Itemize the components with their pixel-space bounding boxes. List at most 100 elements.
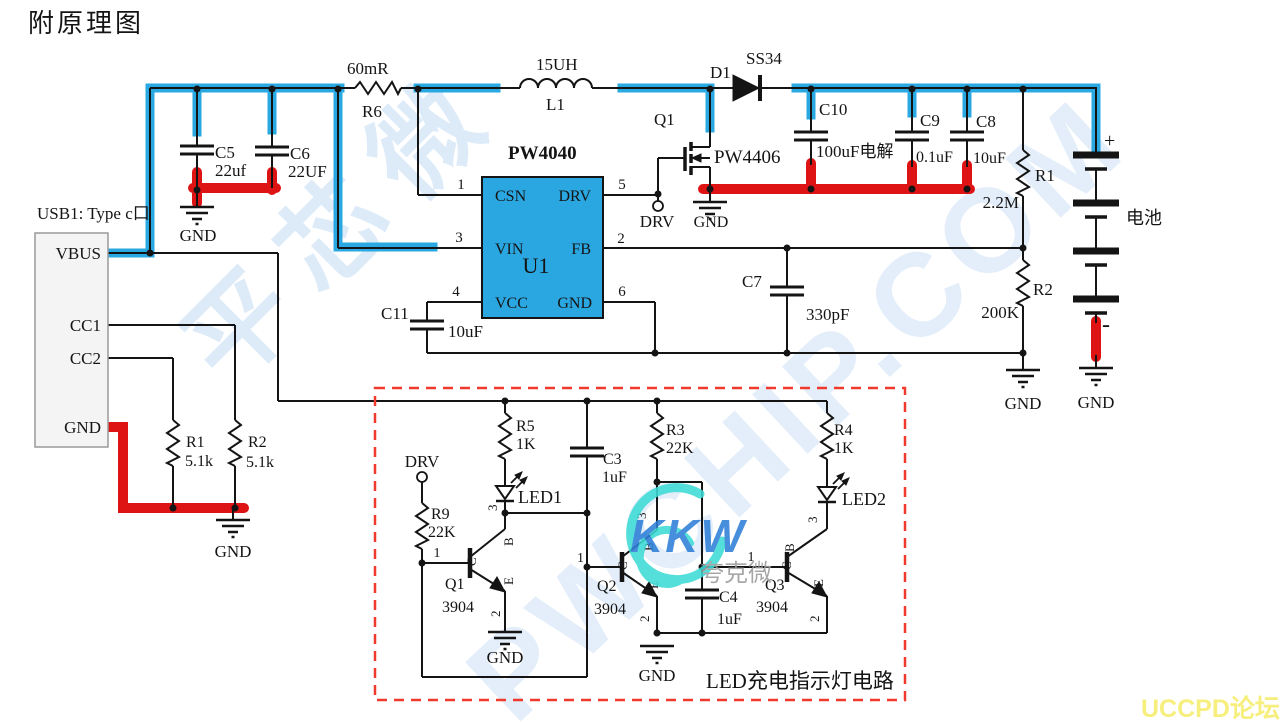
led-q2-ref: Q2 xyxy=(597,578,617,595)
led-q2-part: 3904 xyxy=(594,601,626,618)
r1-main-value: 2.2M xyxy=(983,193,1019,212)
q3-emitter-arrow xyxy=(811,581,828,598)
junction-dot xyxy=(231,504,239,512)
junction-dot xyxy=(414,85,422,93)
junction-dot xyxy=(653,629,661,637)
junction-dot xyxy=(501,397,509,405)
q1-letter-c: C xyxy=(464,557,479,566)
junction-dot xyxy=(583,509,591,517)
battery-short-plates xyxy=(1085,167,1107,315)
r1-main-ref: R1 xyxy=(1035,166,1055,185)
c7-ref: C7 xyxy=(742,272,762,291)
c5-value: 22uf xyxy=(215,161,247,180)
inductor-l1-symbol2 xyxy=(555,78,593,89)
q3-letter-e: E xyxy=(811,579,826,587)
wires xyxy=(105,87,1097,678)
l1-value: 15UH xyxy=(536,55,578,74)
q2-pin-base-num: 1 xyxy=(577,551,584,566)
junction-dot xyxy=(268,85,276,93)
u1-pin4-num: 4 xyxy=(452,284,460,300)
u1-pin2-num: 2 xyxy=(617,231,625,247)
capacitor-c6-symbol xyxy=(253,145,291,157)
u1-pin-vin: VIN xyxy=(495,241,524,258)
q1-pin-emitter-num: 2 xyxy=(488,611,503,618)
q3-pin-collector-num: 3 xyxy=(805,517,820,524)
labels: 附原理图 USB1: Type c口 VBUS CC1 CC2 GND R1 5… xyxy=(28,9,1162,693)
usb-r2-ref: R2 xyxy=(248,434,267,451)
junction-dot xyxy=(963,185,971,193)
junction-dots xyxy=(146,85,1027,637)
junction-dot xyxy=(653,397,661,405)
c3-ref: C3 xyxy=(603,451,622,468)
junction-dot xyxy=(807,85,815,93)
u1-chip-body xyxy=(481,176,604,319)
junction-dot xyxy=(908,185,916,193)
q2-pin-collector-num: 3 xyxy=(634,513,649,520)
usb-r1-ref: R1 xyxy=(186,434,205,451)
c5-ref: C5 xyxy=(215,143,235,162)
gnd-symbol-divider xyxy=(1004,368,1042,389)
gnd-symbol-c56 xyxy=(178,205,216,226)
u1-pin-drv: DRV xyxy=(559,188,592,205)
c8-value: 10uF xyxy=(973,150,1006,167)
kkw-text: KKW xyxy=(630,510,747,562)
q1-pin-base-num: 1 xyxy=(434,546,441,561)
resistor-r5-symbol xyxy=(498,412,512,460)
junction-dot xyxy=(1019,85,1027,93)
junction-dot xyxy=(783,244,791,252)
gnd-label-c56: GND xyxy=(180,226,217,245)
mosfet-q1-arrow xyxy=(690,153,702,163)
led-box-title: LED充电指示灯电路 xyxy=(706,669,894,693)
q3-letter-c: C xyxy=(779,561,794,570)
led2-ref: LED2 xyxy=(842,489,886,509)
r3-ref: R3 xyxy=(666,422,685,439)
c10-value: 100uF电解 xyxy=(816,142,893,161)
junction-dot xyxy=(169,504,177,512)
junction-dot xyxy=(583,563,591,571)
led-indicator-box xyxy=(373,386,907,702)
r9-value: 22K xyxy=(428,524,456,541)
q2-letter-c: C xyxy=(615,561,630,570)
junction-dot xyxy=(334,85,342,93)
usb-connector-body xyxy=(34,232,109,448)
gnd-label-usb: GND xyxy=(215,542,252,561)
led-q1-ref: Q1 xyxy=(445,576,465,593)
battery-long-plates xyxy=(1073,151,1119,303)
usb-pin-gnd: GND xyxy=(64,418,101,437)
q2-pin-emitter-num: 2 xyxy=(637,616,652,623)
gnd-label-q1src: GND xyxy=(694,214,729,231)
junction-dot xyxy=(908,85,916,93)
q3-pin-base-num: 1 xyxy=(748,550,755,565)
usb-r2-value: 5.1k xyxy=(246,454,274,471)
gnd-label-battery: GND xyxy=(1078,393,1115,412)
capacitor-c5-symbol xyxy=(178,144,216,156)
transistor-base-bars xyxy=(467,548,790,582)
c9-ref: C9 xyxy=(920,111,940,130)
gnd-symbol-battery xyxy=(1077,366,1115,387)
c6-ref: C6 xyxy=(290,144,310,163)
q1-emitter-arrow xyxy=(489,576,506,593)
usb-label: USB1: Type c口 xyxy=(37,204,150,223)
resistor-usb-r1-symbol xyxy=(166,419,180,467)
resistor-usb-r2-symbol xyxy=(228,419,242,467)
junction-dot xyxy=(501,509,509,517)
r2-main-ref: R2 xyxy=(1033,280,1053,299)
junction-dot xyxy=(783,349,791,357)
junction-dot xyxy=(651,349,659,357)
junction-dot xyxy=(698,629,706,637)
q3-pin-emitter-num: 2 xyxy=(807,616,822,623)
drv-node-main xyxy=(652,200,664,212)
c9-value: 0.1uF xyxy=(916,149,953,166)
gnd-label-divider: GND xyxy=(1005,394,1042,413)
junction-dot xyxy=(418,559,426,567)
junction-dot xyxy=(193,186,201,194)
gnd-label-ledq2: GND xyxy=(639,666,676,685)
c11-value: 10uF xyxy=(448,322,483,341)
drv-label-main: DRV xyxy=(640,212,675,231)
u1-pin-csn: CSN xyxy=(495,188,527,205)
inductor-l1-symbol xyxy=(519,78,557,89)
led1-ref: LED1 xyxy=(518,487,562,507)
diode-d1-symbol xyxy=(732,74,761,102)
usb-pin-cc1: CC1 xyxy=(70,316,101,335)
